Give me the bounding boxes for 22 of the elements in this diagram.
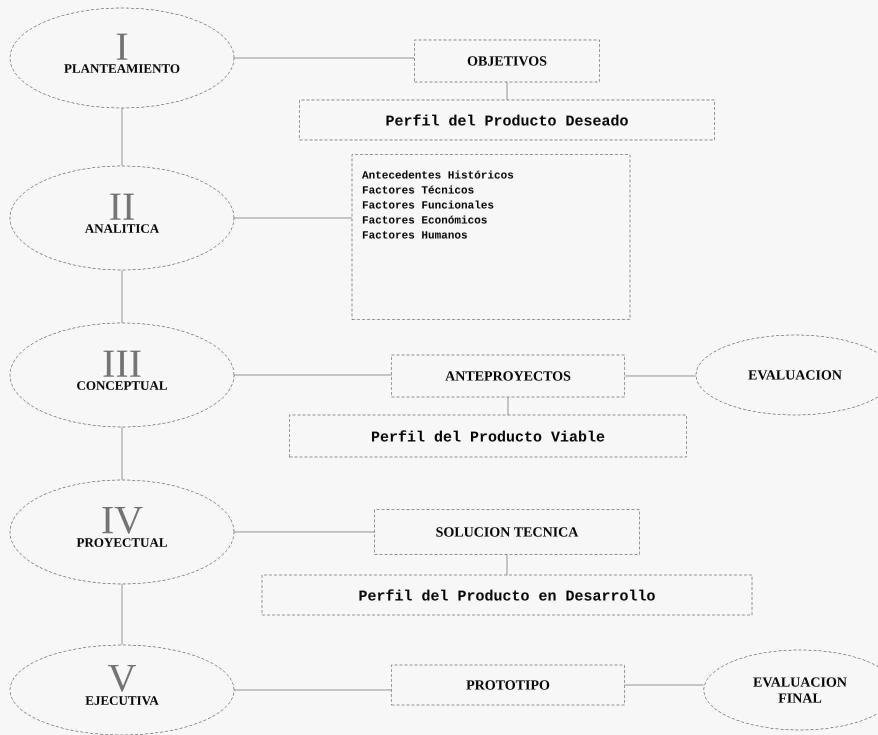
stage-label: CONCEPTUAL (77, 381, 167, 390)
stage-box: SOLUCION TECNICA (374, 509, 640, 555)
connector-line (506, 82, 508, 100)
stage-box: OBJETIVOS (414, 40, 600, 82)
connector-line (234, 374, 392, 376)
stage-label: PLANTEAMIENTO (64, 64, 180, 73)
profile-box: Perfil del Producto Deseado (299, 100, 715, 140)
roman-numeral: II (110, 194, 134, 220)
stage-box: PROTOTIPO (391, 664, 625, 706)
profile-box: Perfil del Producto en Desarrollo (262, 574, 752, 616)
roman-numeral: IV (102, 507, 143, 534)
roman-numeral: I (116, 34, 128, 60)
stage-box: ANTEPROYECTOS (391, 354, 625, 398)
factors-box: Antecedentes Históricos Factores Técnicos Factores Funcionales Factores Económicos Factores Humanos (352, 154, 630, 320)
roman-numeral: III (103, 350, 141, 377)
profile-box: Perfil del Producto Viable (289, 414, 687, 458)
stage-label: ANALITICA (84, 224, 160, 233)
roman-numeral: V (108, 665, 136, 692)
connector-line (624, 684, 704, 686)
connector-line (506, 554, 508, 575)
stage-label: PROYECTUAL (76, 538, 167, 547)
stage-label: EJECUTIVA (86, 696, 159, 705)
